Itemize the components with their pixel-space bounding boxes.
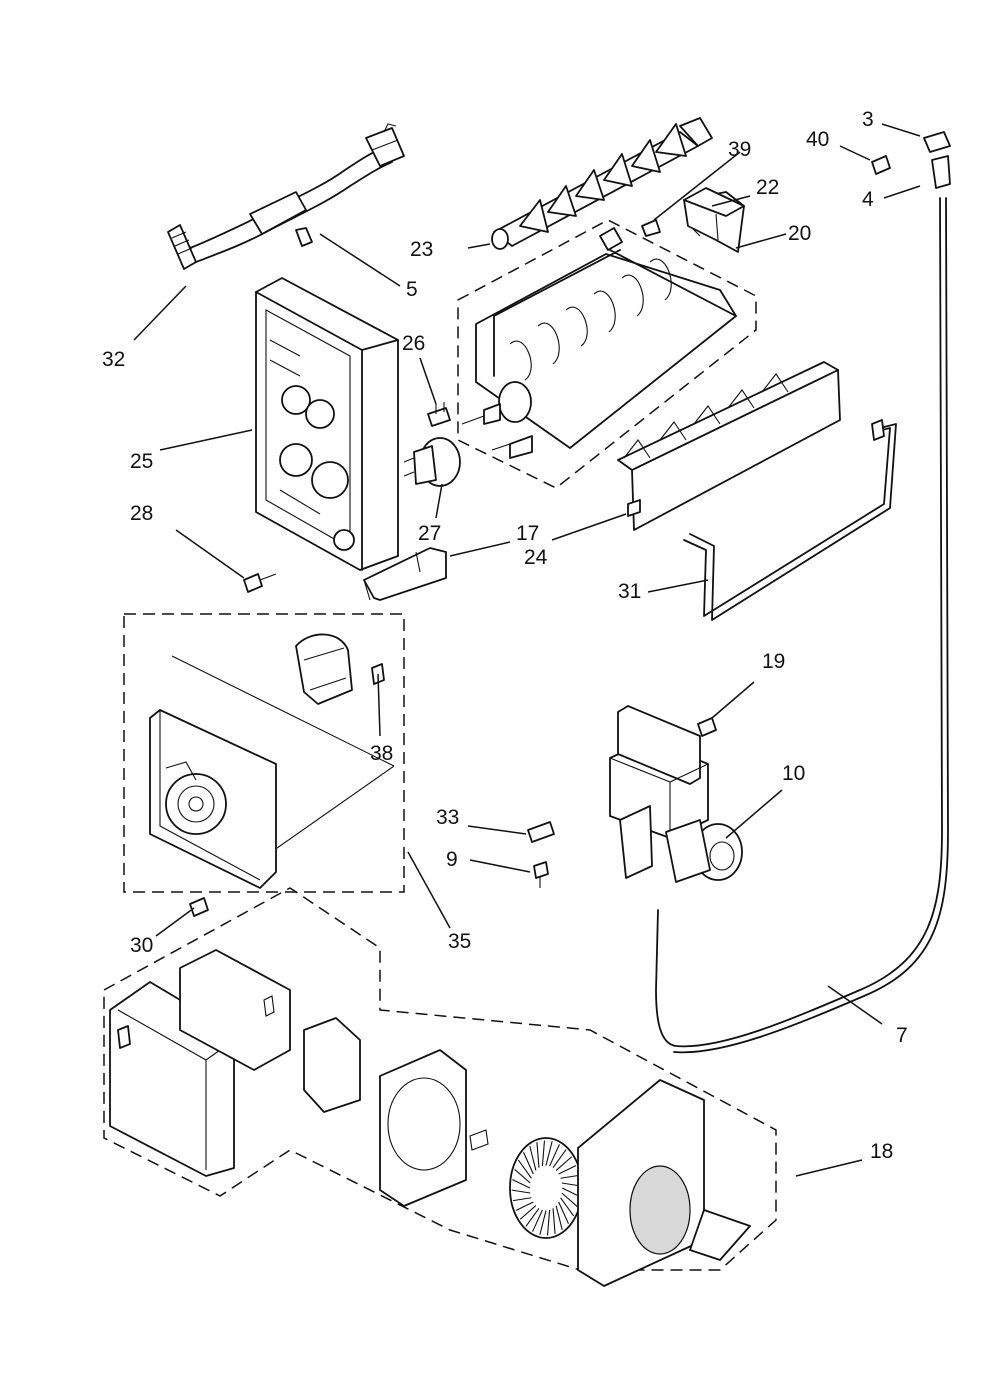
fan-blade-line <box>525 1207 540 1227</box>
callout-28: 28 <box>130 502 153 525</box>
fan-blade-line <box>545 1141 553 1166</box>
part-22-fill-cup[interactable] <box>683 187 745 253</box>
part-27-thermostat[interactable] <box>403 437 461 487</box>
part-4-nut[interactable] <box>931 155 951 189</box>
fan-blade-line <box>511 1189 531 1194</box>
callout-19: 19 <box>762 650 785 673</box>
fan-blade-line <box>512 1197 532 1202</box>
callout-27: 27 <box>418 522 441 545</box>
fan-blade-line <box>529 1146 537 1171</box>
fan-blade-lines <box>511 1140 581 1236</box>
part-25-housing[interactable] <box>255 277 399 571</box>
part-33-bracket[interactable] <box>527 821 555 843</box>
fan-blade-line <box>552 1208 556 1234</box>
callout-31: 31 <box>618 580 641 603</box>
part-31-shutoff-arm[interactable] <box>683 419 897 621</box>
part-24-stripper[interactable] <box>617 361 841 531</box>
callout-33: 33 <box>436 806 459 829</box>
callout-20: 20 <box>788 222 811 245</box>
callout-35: 35 <box>448 930 471 953</box>
callout-30: 30 <box>130 934 153 957</box>
fan-blade-line <box>532 1209 543 1232</box>
callout-22: 22 <box>756 176 779 199</box>
fan-blade-line <box>558 1201 569 1225</box>
part-40-screw[interactable] <box>871 155 891 175</box>
part-20-mold[interactable] <box>457 219 757 489</box>
callout-23: 23 <box>410 238 433 261</box>
part-18-fan-assembly[interactable] <box>103 887 777 1287</box>
fan-blade-line <box>549 1144 560 1167</box>
fan-blade-line <box>560 1197 575 1217</box>
callout-32: 32 <box>102 348 125 371</box>
callout-9: 9 <box>446 848 458 871</box>
callout-5: 5 <box>406 278 418 301</box>
callout-labels: 3 4 5 7 9 10 17 18 19 20 22 23 24 25 26 … <box>102 108 908 1163</box>
fan-blade-line <box>514 1168 531 1184</box>
part-23-ejector[interactable] <box>491 117 713 250</box>
fan-blade-line <box>517 1159 532 1179</box>
fan-blade-line <box>561 1192 578 1208</box>
fan-blade-line <box>546 1209 551 1236</box>
callout-18: 18 <box>870 1140 893 1163</box>
part-17-bracket[interactable] <box>363 547 447 601</box>
part-30-screw[interactable] <box>189 897 209 917</box>
callout-25: 25 <box>130 450 153 473</box>
part-7-water-tube[interactable] <box>655 197 949 1054</box>
part-26-clip[interactable] <box>427 402 451 427</box>
fan-blade-line <box>541 1140 546 1167</box>
callout-40: 40 <box>806 128 829 151</box>
fan-blade-line <box>515 1201 534 1211</box>
fan-blade-line <box>552 1149 567 1169</box>
callout-3: 3 <box>862 108 874 131</box>
callout-24: 24 <box>524 546 548 569</box>
callout-7: 7 <box>896 1024 908 1047</box>
part-3-clamp[interactable] <box>923 131 951 153</box>
callout-38: 38 <box>370 742 393 765</box>
fan-blade-line <box>512 1179 531 1189</box>
callout-10: 10 <box>782 762 805 785</box>
callout-26: 26 <box>402 332 425 355</box>
part-10-water-valve[interactable] <box>609 705 743 883</box>
fan-blade-line <box>558 1165 577 1175</box>
callout-4: 4 <box>862 188 874 211</box>
callout-17: 17 <box>516 522 539 545</box>
part-32-wire-harness[interactable] <box>167 123 405 270</box>
callout-leaders <box>133 123 921 1177</box>
part-39-screw[interactable] <box>641 219 661 237</box>
fan-blade-line <box>519 1205 537 1220</box>
part-9-screw[interactable] <box>533 861 549 888</box>
fan-blade-line <box>555 1205 563 1230</box>
part-19-screw[interactable] <box>697 717 717 737</box>
fan-blade-line <box>523 1151 534 1175</box>
callout-39: 39 <box>728 138 751 161</box>
fan-blade-line <box>560 1174 580 1179</box>
fan-blade-line <box>539 1210 547 1235</box>
fan-blade-line <box>561 1187 580 1197</box>
part-35-module-assembly[interactable] <box>123 613 405 893</box>
fan-blade-line <box>536 1142 540 1168</box>
fan-blade-line <box>555 1156 573 1171</box>
part-28-screw[interactable] <box>243 573 277 593</box>
